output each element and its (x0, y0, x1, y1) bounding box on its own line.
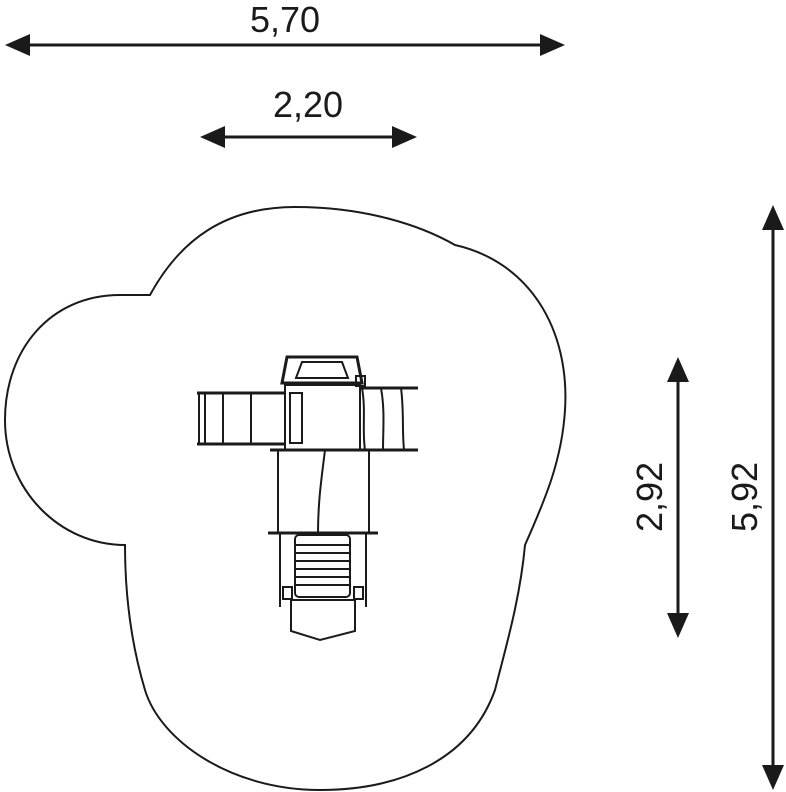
arrow-left-icon (200, 126, 225, 148)
arrow-down-icon (667, 613, 689, 638)
right-bridge (270, 386, 418, 452)
structure-width-label: 2,20 (273, 84, 343, 125)
arrow-right-icon (540, 34, 565, 56)
structure-depth-dimension: 2,92 (629, 357, 689, 638)
ladder (279, 533, 367, 607)
arrow-up-icon (667, 357, 689, 382)
lower-chute (268, 449, 378, 535)
arrow-down-icon (762, 765, 784, 790)
play-structure (197, 355, 418, 642)
arrow-left-icon (5, 34, 30, 56)
left-bridge (197, 391, 285, 446)
arrow-up-icon (762, 205, 784, 230)
structure-width-dimension: 2,20 (200, 84, 417, 148)
safety-zone-outline (3, 205, 567, 792)
overall-depth-dimension: 5,92 (724, 205, 784, 790)
overall-width-dimension: 5,70 (5, 0, 565, 56)
overall-width-label: 5,70 (250, 0, 320, 40)
tower-platform (284, 384, 361, 451)
arrow-right-icon (392, 126, 417, 148)
slide-end (290, 599, 356, 642)
overall-depth-label: 5,92 (724, 462, 765, 532)
structure-depth-label: 2,92 (629, 462, 670, 532)
tower-roof (280, 355, 364, 385)
